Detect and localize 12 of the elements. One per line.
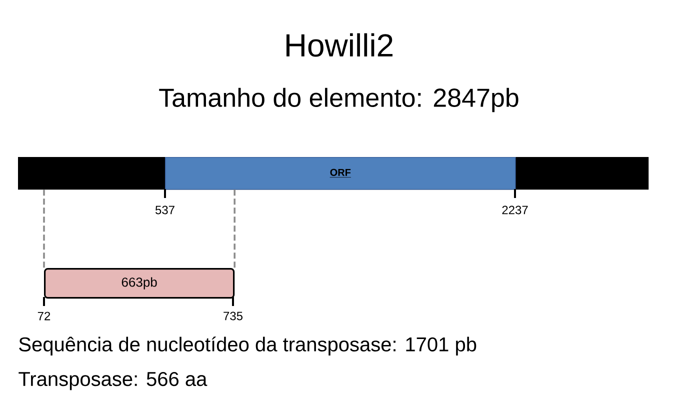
info-text: Sequência de nucleotídeo da transposase: 1701 pb bbox=[19, 336, 476, 356]
position-label: 2237 bbox=[502, 206, 528, 214]
dashed-line bbox=[43, 190, 45, 268]
orf-box: ORF bbox=[165, 157, 516, 190]
position-label: 72 bbox=[38, 312, 50, 320]
info-text: Transposase: 566 aa bbox=[18, 372, 208, 390]
title: Howilli2 bbox=[286, 33, 392, 57]
position-label: 735 bbox=[224, 312, 242, 320]
dashed-line bbox=[234, 190, 236, 268]
segment-box: 663pb bbox=[44, 268, 235, 299]
position-label: 537 bbox=[155, 206, 174, 214]
subtitle: Tamanho do elemento: 2847pb bbox=[159, 88, 518, 112]
